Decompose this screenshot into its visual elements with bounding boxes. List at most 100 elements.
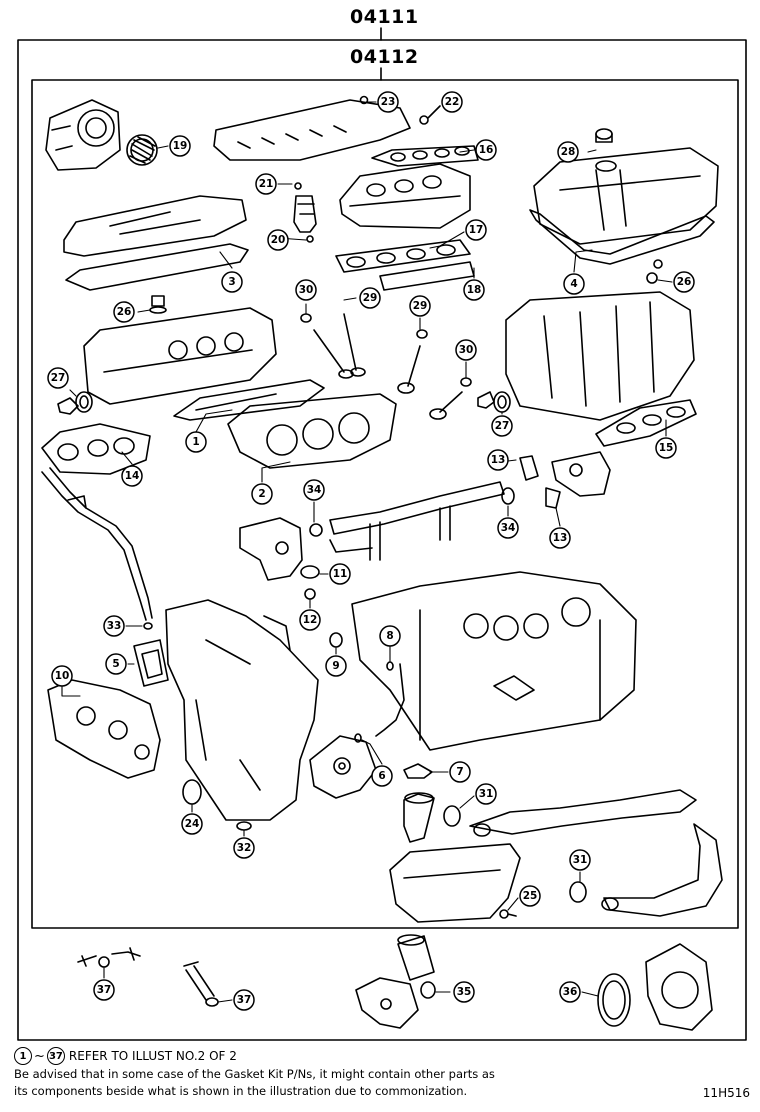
callout-27b-label: 27 [495, 420, 510, 432]
oil-filter-part [397, 934, 435, 981]
callout-35-label: 35 [457, 986, 472, 998]
callout-32-label: 32 [237, 842, 252, 854]
callout-18-circle [463, 279, 485, 301]
callout-19-circle [169, 135, 191, 157]
drain-plug-part [499, 909, 517, 919]
oil-pump-part [309, 735, 377, 799]
callout-2-label: 2 [258, 488, 265, 500]
timing-chain-cover-part [165, 599, 319, 821]
callout-10-label: 10 [55, 670, 70, 682]
exhaust-pipe-part [469, 789, 723, 917]
dipstick-oring-part [143, 622, 153, 630]
callout-13b-circle [549, 527, 571, 549]
callout-13b-label: 13 [553, 532, 568, 544]
callout-27b-circle [491, 415, 513, 437]
callout-26b-label: 26 [677, 276, 692, 288]
oil-filter-bracket-part [355, 977, 419, 1029]
callout-4-label: 4 [570, 278, 577, 290]
callout-31b-label: 31 [573, 854, 588, 866]
callout-3-label: 3 [228, 276, 235, 288]
reference-line: 1 ~ 37 REFER TO ILLUST NO.2 OF 2 [14, 1046, 754, 1066]
callout-10-circle [51, 665, 73, 687]
callout-17-circle [465, 219, 487, 241]
callout-37b-label: 37 [237, 994, 252, 1006]
callout-2-circle [251, 483, 273, 505]
callout-25-circle [519, 885, 541, 907]
oil-strainer-part [403, 792, 435, 843]
plenum-oring-part [359, 95, 369, 105]
callout-4-circle [563, 273, 585, 295]
callout-37a-circle [93, 979, 115, 1001]
notice-line-2: its components beside what is shown in t… [14, 1084, 468, 1098]
callout-28-circle [557, 141, 579, 163]
spark-tube-seal-part [646, 259, 663, 284]
callout-32-circle [233, 837, 255, 859]
rear-seal-retainer-part [645, 943, 713, 1031]
callout-15-label: 15 [659, 442, 674, 454]
callout-1-circle [185, 431, 207, 453]
exhaust-gasket-left-part [41, 423, 151, 475]
water-outlet-part [551, 451, 611, 497]
ref-end-callout: 37 [46, 1047, 65, 1065]
callout-19-label: 19 [173, 140, 188, 152]
callout-36-circle [559, 981, 581, 1003]
valve-cover-gasket-left-part [65, 243, 249, 291]
callout-29a-circle [359, 287, 381, 309]
cam-sprocket-part [57, 391, 495, 415]
injector-insulator-part [306, 235, 314, 243]
callout-26a-label: 26 [117, 306, 132, 318]
callout-30b-circle [455, 339, 477, 361]
throttle-body-part [45, 99, 121, 171]
callout-5-circle [105, 653, 127, 675]
oring-6-part [354, 733, 362, 743]
callout-3-circle [221, 271, 243, 293]
rear-oil-seal-part [597, 973, 631, 1027]
callout-6-label: 6 [378, 770, 385, 782]
callout-20-circle [267, 229, 289, 251]
exhaust-gasket-31b-part [569, 881, 587, 903]
callout-9-label: 9 [332, 660, 339, 672]
callout-36-label: 36 [563, 986, 578, 998]
callout-11-circle [329, 563, 351, 585]
callout-16-label: 16 [479, 144, 494, 156]
callout-33-circle [103, 615, 125, 637]
oil-pan-part [389, 843, 521, 923]
valve-cover-right-part [533, 147, 719, 245]
callout-34b-label: 34 [501, 522, 516, 534]
oring-9-part [329, 632, 343, 648]
callout-13a-label: 13 [491, 454, 506, 466]
ref-range-tilde: ~ [34, 1048, 45, 1064]
valve-cover-left-part [63, 195, 247, 257]
callout-29b-circle [409, 295, 431, 317]
valve-right-part [397, 345, 463, 420]
callout-26a-circle [113, 301, 135, 323]
callout-12-label: 12 [303, 614, 318, 626]
callout-30b-label: 30 [459, 344, 474, 356]
callout-5-label: 5 [112, 658, 119, 670]
callout-31a-label: 31 [479, 788, 494, 800]
callout-16-circle [475, 139, 497, 161]
intake-gasket-upper-part [371, 145, 479, 167]
ref-start-callout: 1 [14, 1047, 32, 1065]
oring-11-part [300, 565, 320, 579]
outer-kit-part-number: 04111 [350, 6, 419, 28]
leader-lines [61, 101, 673, 1003]
reference-text: REFER TO ILLUST NO.2 OF 2 [68, 1048, 237, 1063]
water-bypass-pipe-part [329, 481, 505, 561]
callout-12-circle [299, 609, 321, 631]
callout-27a-circle [47, 367, 69, 389]
outer-kit-frame [17, 39, 747, 1041]
bypass-oring-34-b [501, 487, 515, 505]
callout-21-circle [255, 173, 277, 195]
water-pump-gasket-part [133, 639, 169, 687]
callout-23-label: 23 [381, 96, 396, 108]
callout-34a-label: 34 [307, 484, 322, 496]
callout-11-label: 11 [333, 568, 348, 580]
oil-filler-cap-part [595, 128, 613, 143]
callout-6-circle [371, 765, 393, 787]
callout-34b-circle [497, 517, 519, 539]
dipstick-guide-part [41, 467, 153, 621]
callout-17-label: 17 [469, 224, 484, 236]
callout-31b-circle [569, 849, 591, 871]
